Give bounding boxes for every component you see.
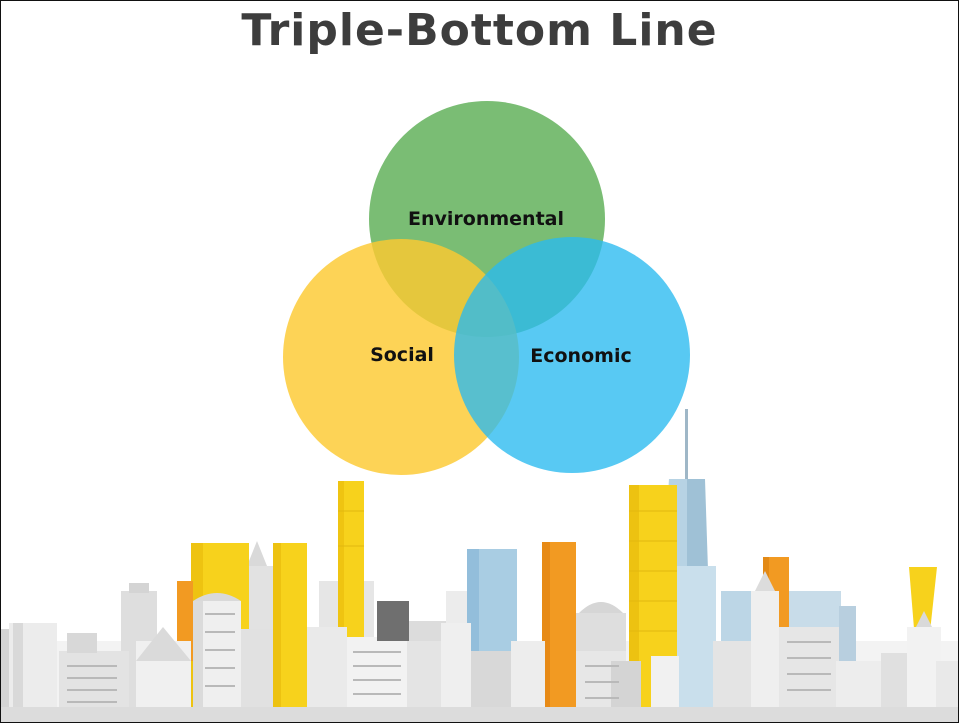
skyline-windows bbox=[67, 613, 831, 703]
venn-labels: Environmental Social Economic bbox=[370, 208, 632, 367]
skyline-ground bbox=[1, 707, 958, 722]
venn-label-social: Social bbox=[370, 344, 434, 366]
slide-title: Triple-Bottom Line bbox=[241, 5, 718, 56]
venn-circles bbox=[283, 101, 690, 475]
venn-circle-social bbox=[283, 239, 519, 475]
venn-circle-economic bbox=[454, 237, 690, 473]
venn-label-economic: Economic bbox=[530, 345, 631, 367]
venn-label-environmental: Environmental bbox=[408, 208, 564, 230]
